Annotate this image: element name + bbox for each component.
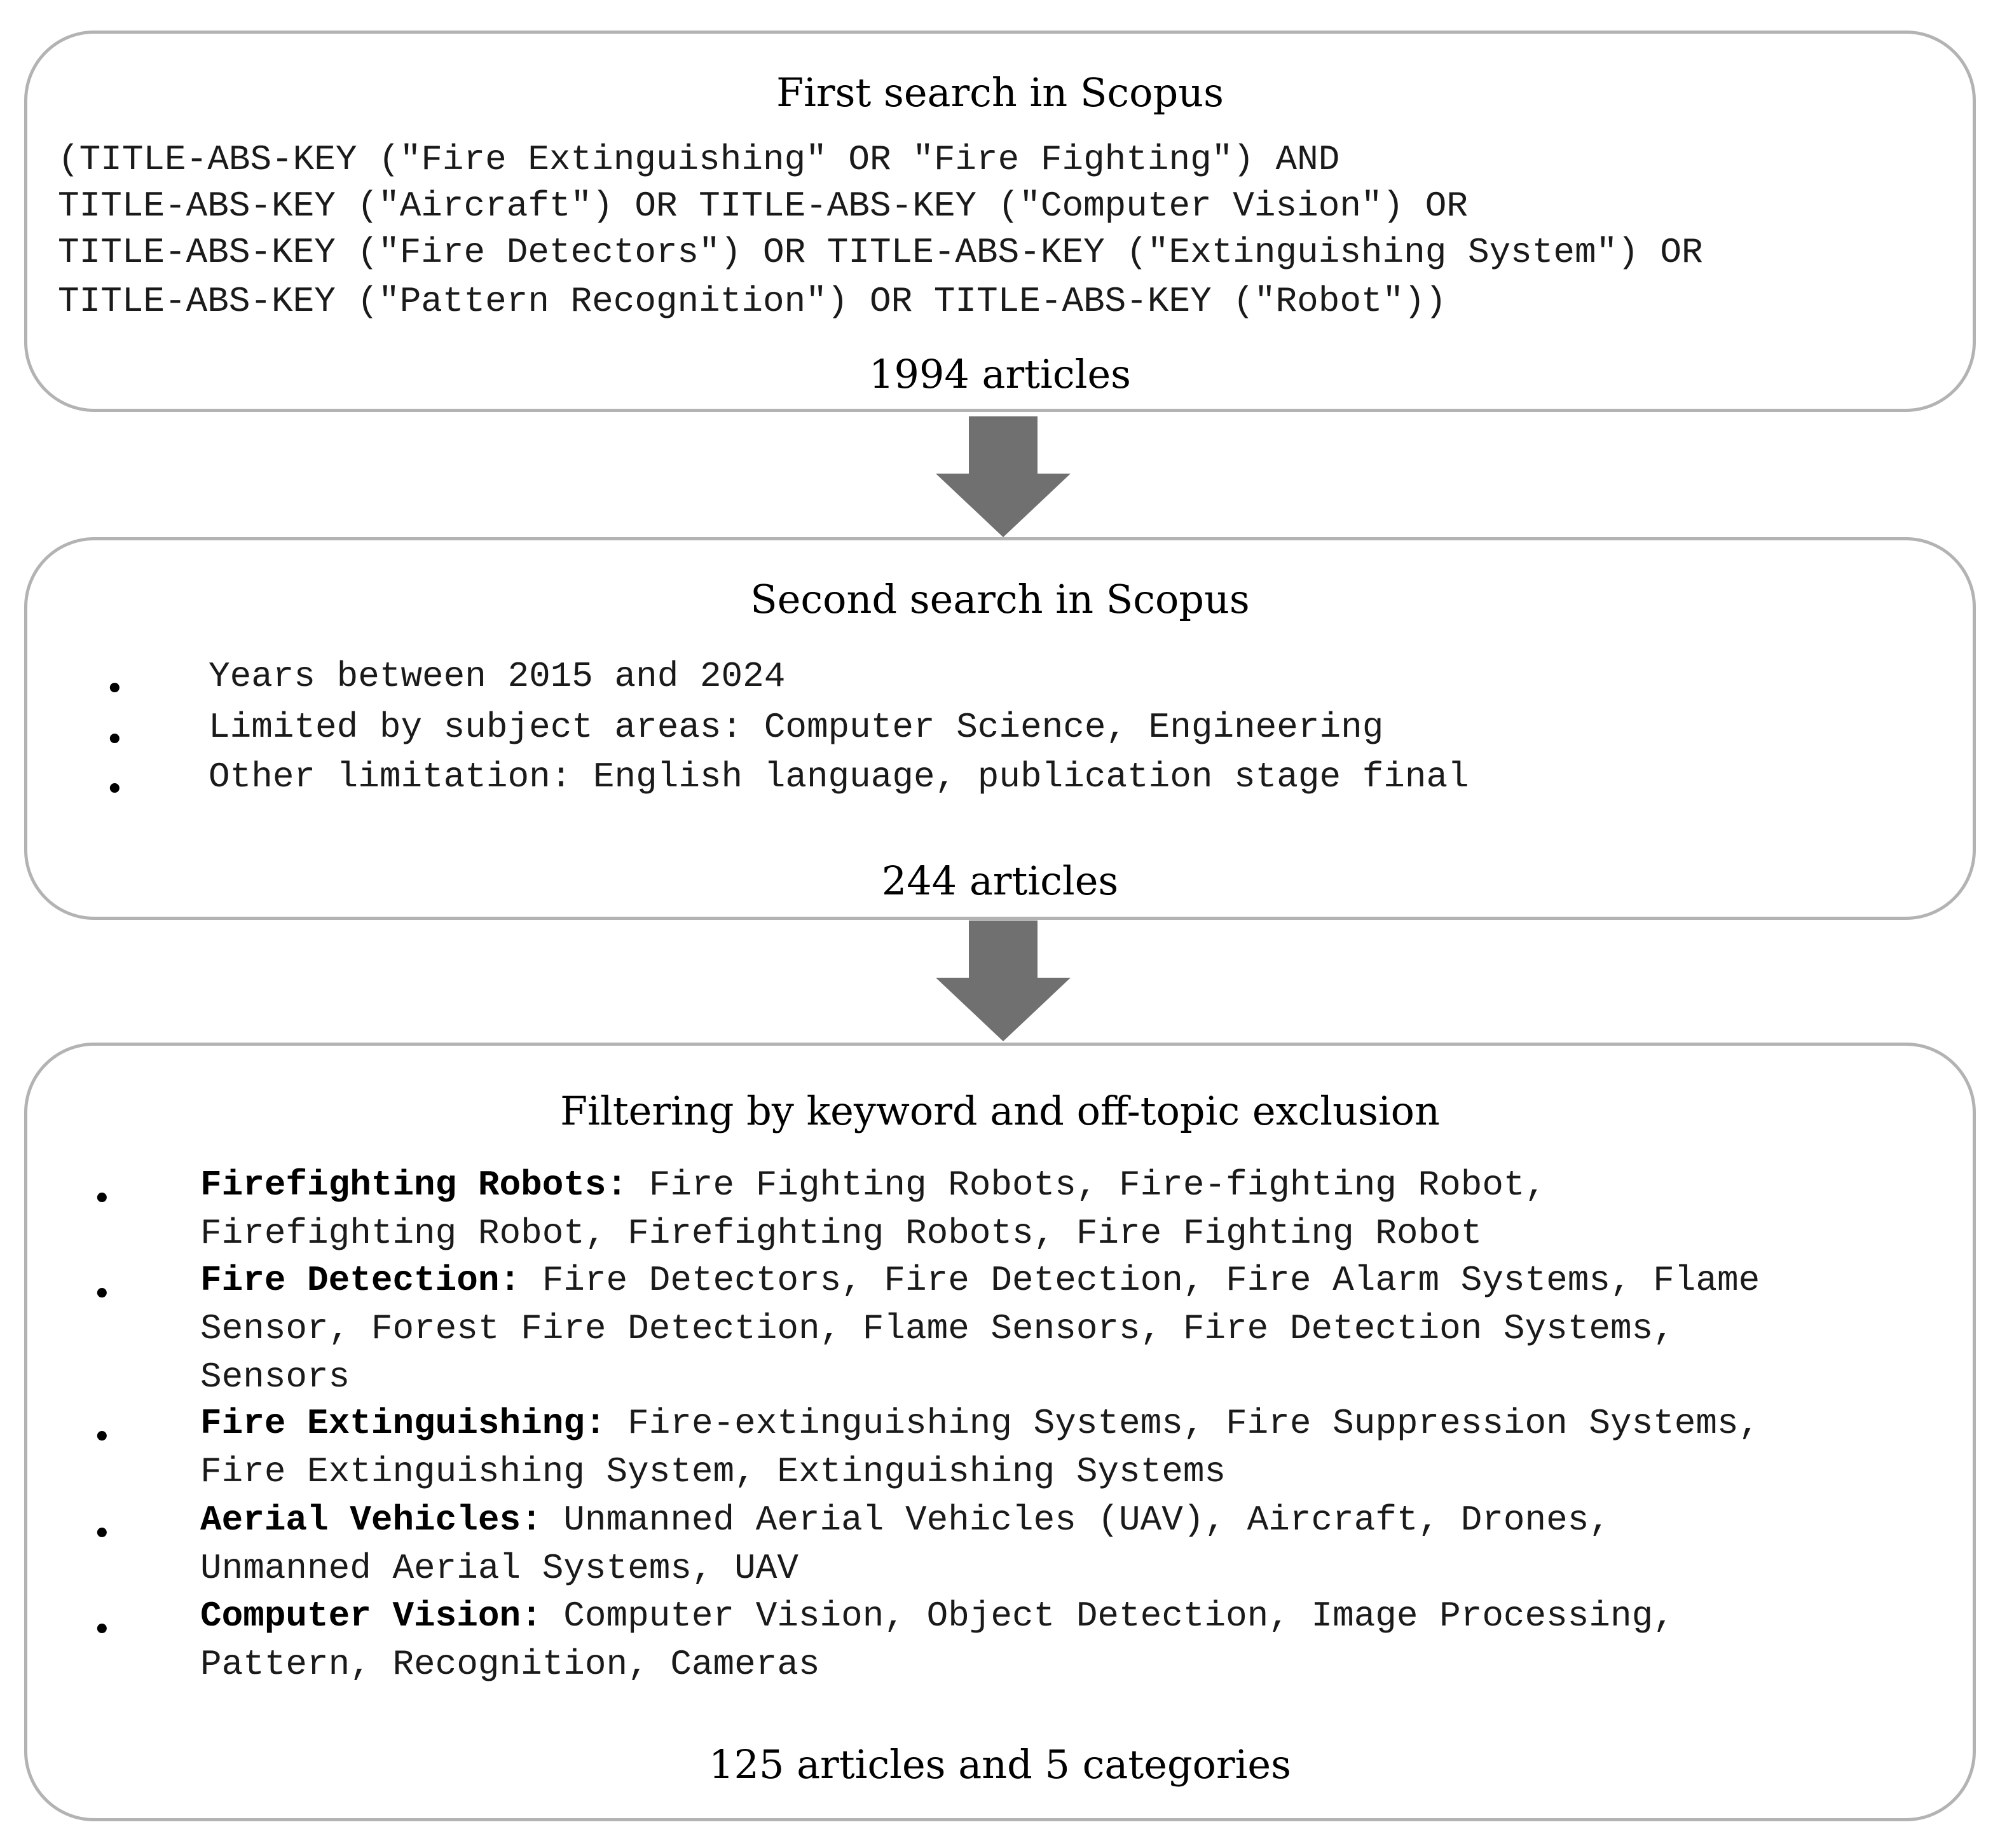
bullet-icon: • — [92, 1180, 112, 1218]
bullet-icon: • — [92, 1418, 112, 1456]
query-line-3: TITLE-ABS-KEY ("Fire Detectors") OR TITL… — [58, 232, 1703, 273]
category-keywords: Fire Detectors, Fire Detection, Fire Ala… — [521, 1260, 1760, 1301]
query-line-1: (TITLE-ABS-KEY ("Fire Extinguishing" OR … — [58, 139, 1340, 180]
second-search-box: Second search in Scopus • Years between … — [24, 537, 1976, 920]
criteria-text: Years between 2015 and 2024 — [209, 656, 786, 697]
down-arrow-icon — [936, 921, 1071, 1041]
first-search-title: First search in Scopus — [776, 69, 1224, 116]
bullet-icon: • — [92, 1515, 112, 1553]
keyword-filter-title: Filtering by keyword and off-topic exclu… — [560, 1088, 1440, 1134]
bullet-icon: • — [105, 670, 125, 708]
category-name: Computer Vision: — [200, 1596, 542, 1636]
bullet-icon: • — [92, 1275, 112, 1313]
bullet-icon: • — [92, 1611, 112, 1649]
bullet-icon: • — [105, 721, 125, 759]
bullet-icon: • — [105, 770, 125, 809]
category-name: Fire Detection: — [200, 1260, 521, 1301]
criteria-text: Limited by subject areas: Computer Scien… — [209, 707, 1384, 748]
query-line-4: TITLE-ABS-KEY ("Pattern Recognition") OR… — [58, 281, 1447, 322]
category-name: Aerial Vehicles: — [200, 1500, 542, 1540]
down-arrow-icon — [936, 416, 1071, 537]
category-keywords: Computer Vision, Object Detection, Image… — [542, 1596, 1675, 1636]
query-line-2: TITLE-ABS-KEY ("Aircraft") OR TITLE-ABS-… — [58, 186, 1468, 226]
category-keywords: Pattern, Recognition, Cameras — [200, 1644, 820, 1685]
first-search-count: 1994 articles — [869, 351, 1131, 397]
category-keywords: Fire Extinguishing System, Extinguishing… — [200, 1451, 1226, 1492]
category-keywords: Unmanned Aerial Vehicles (UAV), Aircraft… — [542, 1500, 1610, 1540]
keyword-filter-box: Filtering by keyword and off-topic exclu… — [24, 1043, 1976, 1821]
category-keywords: Unmanned Aerial Systems, UAV — [200, 1548, 798, 1589]
category-name: Fire Extinguishing: — [200, 1403, 606, 1444]
criteria-text: Other limitation: English language, publ… — [209, 756, 1469, 797]
second-search-count: 244 articles — [881, 858, 1119, 904]
category-name: Firefighting Robots: — [200, 1165, 628, 1205]
first-search-box: First search in Scopus (TITLE-ABS-KEY ("… — [24, 31, 1976, 412]
keyword-filter-count: 125 articles and 5 categories — [709, 1741, 1291, 1788]
category-keywords: Sensors — [200, 1357, 350, 1397]
second-search-title: Second search in Scopus — [750, 576, 1250, 622]
category-keywords: Sensor, Forest Fire Detection, Flame Sen… — [200, 1308, 1675, 1349]
category-keywords: Fire-extinguishing Systems, Fire Suppres… — [606, 1403, 1760, 1444]
category-keywords: Firefighting Robot, Firefighting Robots,… — [200, 1213, 1483, 1254]
category-keywords: Fire Fighting Robots, Fire-fighting Robo… — [627, 1165, 1547, 1205]
